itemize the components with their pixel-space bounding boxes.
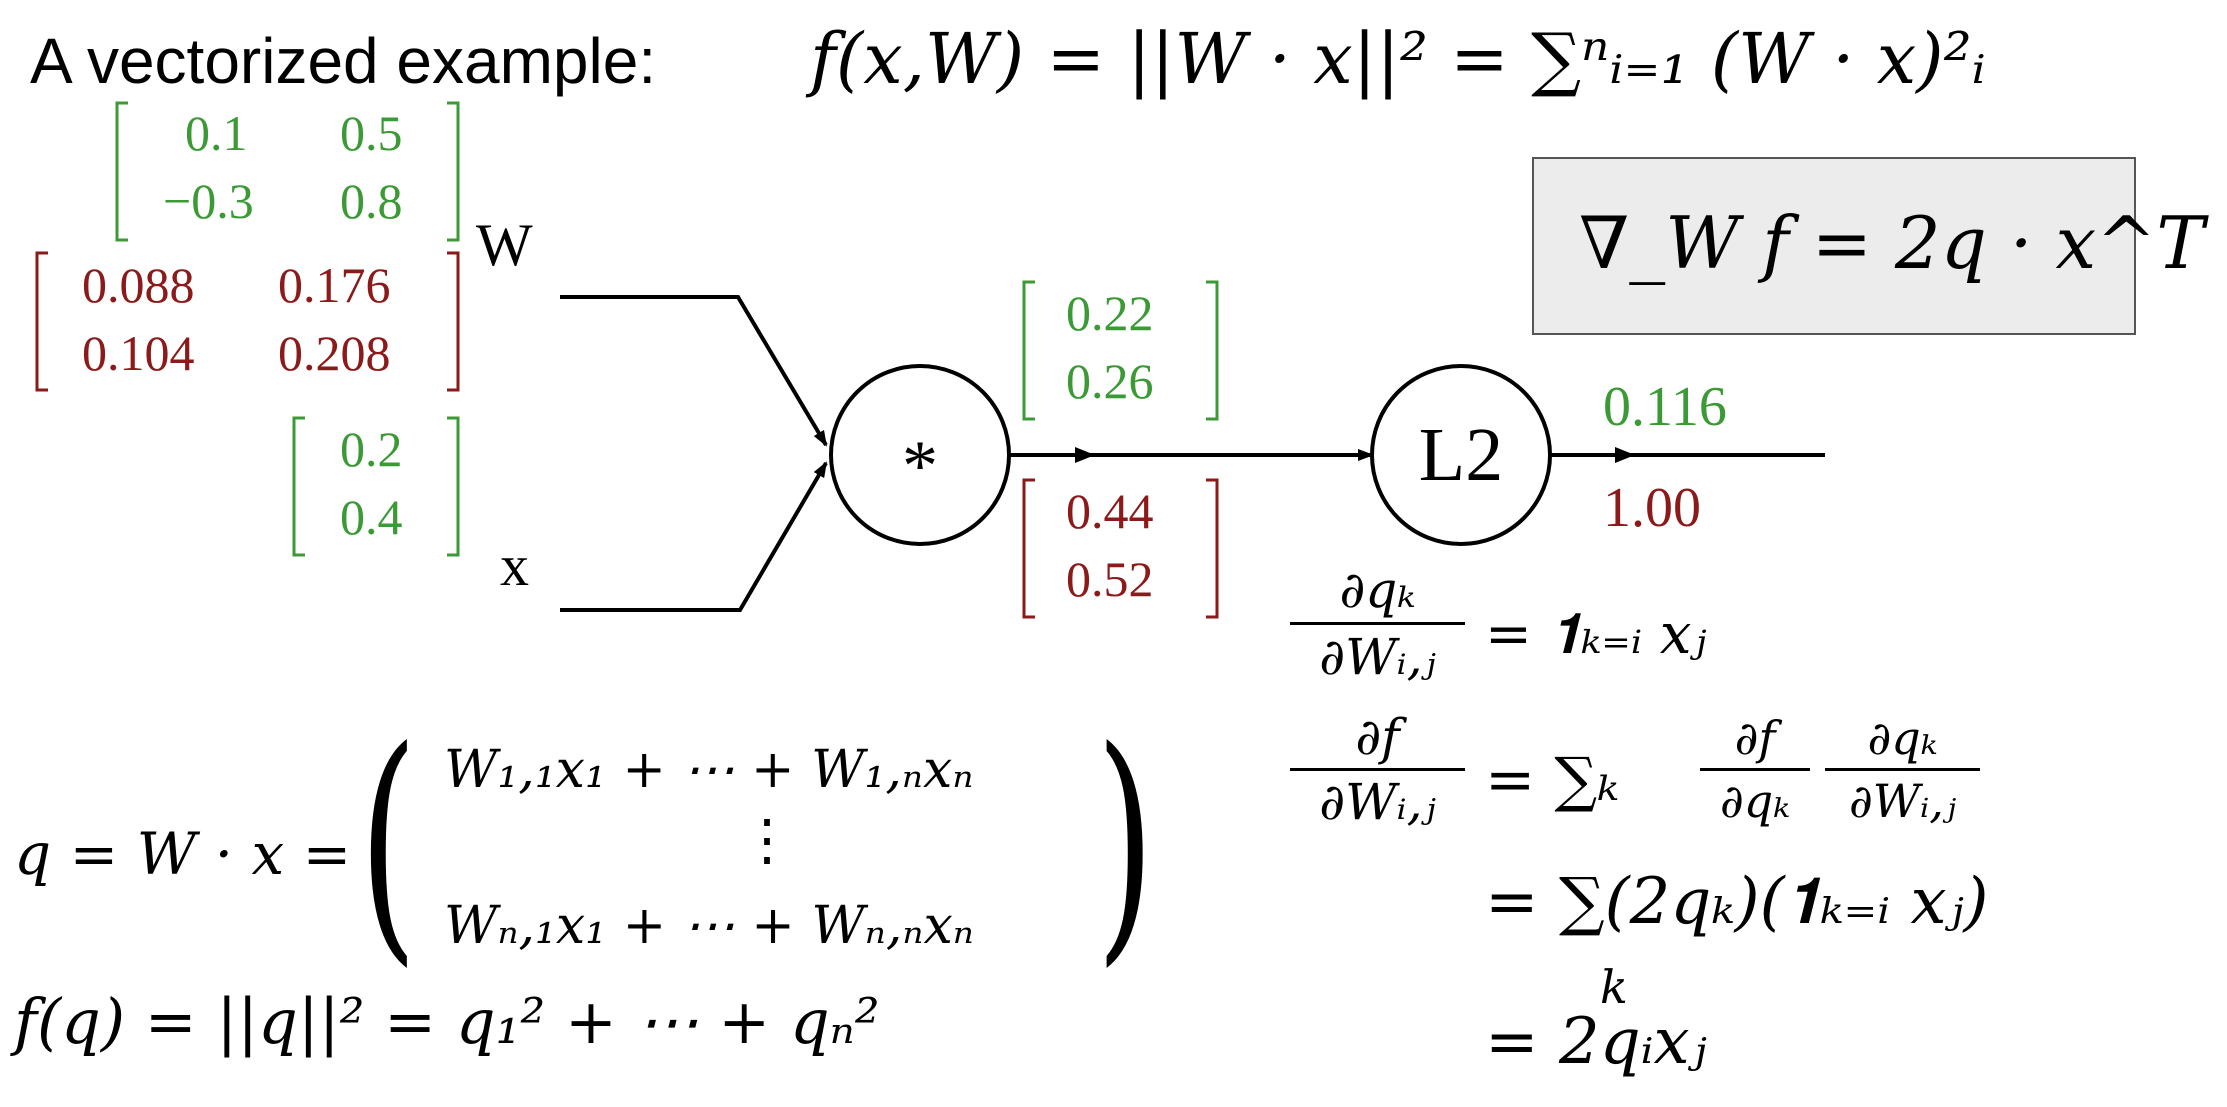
d2-f2-bar: [1825, 768, 1980, 771]
q-value-1: 0.22: [1066, 285, 1154, 341]
output-grad: 1.00: [1603, 477, 1701, 539]
x-values-vector: [292, 416, 460, 557]
w-grad-22: 0.208: [278, 325, 391, 381]
w-value-22: 0.8: [340, 173, 403, 229]
d2-f2-numerator: ∂qₖ: [1867, 711, 1938, 765]
d1-numerator: ∂qₖ: [1339, 561, 1416, 619]
q-def-lhs: q = W · x =: [14, 820, 352, 888]
w-grad-12: 0.176: [278, 257, 391, 313]
d1-fraction-bar: [1290, 622, 1465, 625]
d4-expression: = 2qᵢxⱼ: [1485, 1005, 1707, 1079]
w-values-matrix: [115, 101, 460, 242]
d2-denominator: ∂Wᵢ,ⱼ: [1319, 773, 1436, 831]
q-grads-vector: [1022, 478, 1219, 619]
title-row: A vectorized example: f(x,W) = ||W · x||…: [30, 18, 2220, 108]
w-grad-21: 0.104: [82, 325, 195, 381]
d1-denominator: ∂Wᵢ,ⱼ: [1319, 628, 1436, 686]
d2-f1-numerator: ∂f: [1734, 711, 1776, 765]
derivative-block: ∂qₖ ∂Wᵢ,ⱼ = 𝟏ₖ₌ᵢ xⱼ ∂f ∂Wᵢ,ⱼ = ∑ₖ ∂f ∂qₖ…: [1290, 560, 2190, 1100]
d3-sum-subscript: k: [1600, 960, 1628, 1014]
d2-f1-bar: [1700, 768, 1810, 771]
f-definition: f(q) = ||q||² = q₁² + ⋯ + qₙ²: [14, 985, 880, 1058]
d2-f2-denominator: ∂Wᵢ,ⱼ: [1848, 774, 1957, 828]
q-value-2: 0.26: [1066, 353, 1154, 409]
d1-rhs: = 𝟏ₖ₌ᵢ xⱼ: [1485, 602, 1707, 667]
q-values-vector: [1022, 280, 1219, 421]
w-input-label: W: [476, 212, 533, 278]
d1-fraction: ∂qₖ ∂Wᵢ,ⱼ: [1290, 560, 1465, 687]
x-input-label: x: [500, 533, 529, 598]
d3-expression: = ∑(2qₖ)(𝟏ₖ₌ᵢ xⱼ): [1485, 865, 1989, 939]
d2-factor1: ∂f ∂qₖ: [1700, 710, 1810, 829]
title-label: A vectorized example:: [30, 25, 657, 97]
d2-f1-denominator: ∂qₖ: [1719, 774, 1790, 828]
q-definition: q = W · x = ( W₁,₁x₁ + ⋯ + W₁,ₙxₙ ⋮ Wₙ,₁…: [14, 697, 1155, 988]
d2-fraction-bar: [1290, 768, 1465, 771]
w-grads-matrix: [35, 251, 460, 392]
output-value: 0.116: [1603, 376, 1727, 438]
q-matrix-left-paren: (: [359, 697, 418, 988]
d2-numerator: ∂f: [1355, 708, 1400, 766]
x-value-2: 0.4: [340, 489, 403, 545]
gradient-formula: ∇_W f = 2q · x^T: [1579, 201, 2205, 285]
x-value-1: 0.2: [340, 421, 403, 477]
d2-fraction: ∂f ∂Wᵢ,ⱼ: [1290, 708, 1465, 831]
w-value-12: 0.5: [340, 105, 403, 161]
edge-w-to-mult: [560, 295, 828, 447]
mid-arrow-1: [1075, 447, 1095, 463]
q-grad-1: 0.44: [1066, 483, 1154, 539]
w-value-11: 0.1: [185, 105, 248, 161]
mid-arrow-2: [1615, 447, 1635, 463]
w-value-21: −0.3: [163, 173, 254, 229]
d2-sum: = ∑ₖ: [1485, 745, 1620, 815]
title-formula: f(x,W) = ||W · x||² = ∑ⁿᵢ₌₁ (W · x)²ᵢ: [810, 18, 1986, 100]
q-row-1: W₁,₁x₁ + ⋯ + W₁,ₙxₙ: [444, 740, 974, 800]
edge-x-to-mult: [560, 461, 828, 612]
q-row-3: Wₙ,₁x₁ + ⋯ + Wₙ,ₙxₙ: [444, 896, 974, 956]
l2-label: L2: [1419, 413, 1503, 497]
d2-factor2: ∂qₖ ∂Wᵢ,ⱼ: [1825, 710, 1980, 829]
q-grad-2: 0.52: [1066, 551, 1154, 607]
w-grad-11: 0.088: [82, 257, 195, 313]
mult-symbol: *: [902, 426, 938, 506]
q-row-dots: ⋮: [739, 808, 795, 873]
gradient-box: ∇_W f = 2q · x^T: [1532, 157, 2204, 335]
q-matrix-right-paren: ): [1096, 697, 1155, 988]
